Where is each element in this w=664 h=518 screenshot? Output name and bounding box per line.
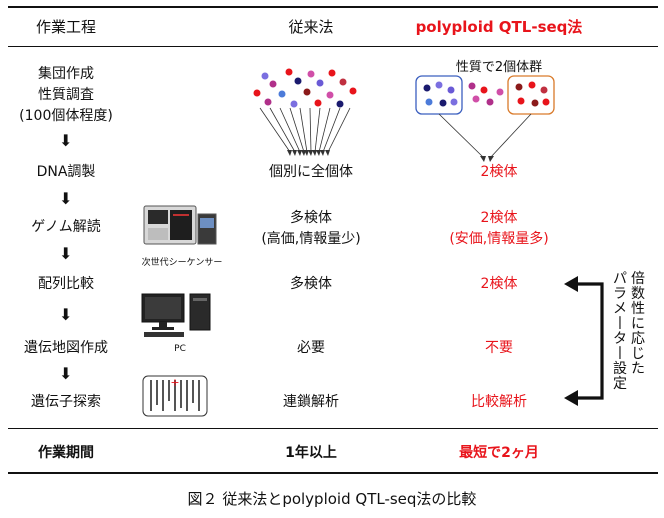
prop-genome-line-2: (安価,情報量多) [449,231,549,247]
step-2-label: DNA調製 [36,164,96,180]
side-note-char: 定 [613,376,627,392]
top-rule [8,6,658,8]
prop-compare: 2検体 [480,276,518,292]
pc-image [141,293,211,337]
footer-label: 作業期間 [38,445,94,461]
prop-genome: 2検体 (安価,情報量多) [386,208,612,250]
step-5-label: 遺伝地図作成 [24,340,108,356]
arrow-down-1: ⬇ [59,131,73,150]
side-note-char: 設 [613,361,627,377]
pc-label: PC [174,344,186,354]
step-1-label: 集団作成 性質調査 (100個体程度) [0,64,132,127]
sequencer-label: 次世代シーケンサー [141,258,223,268]
side-note-char: 丨 [613,316,627,332]
header-rule [8,46,658,47]
conventional-dots [253,68,357,108]
figure-caption: 図２ 従来法とpolyploid QTL-seq法の比較 [187,490,477,508]
side-note-char: パ [613,271,627,287]
side-note-char: 丨 [613,346,627,362]
footer-proposed: 最短で2ヶ月 [459,445,539,461]
conv-dna: 個別に全個体 [269,164,353,180]
header-steps: 作業工程 [35,18,96,36]
prop-search: 比較解析 [471,394,527,410]
arrow-down-3: ⬇ [59,244,73,263]
arrow-down-5: ⬇ [59,364,73,383]
side-note-char: 応 [631,331,645,347]
side-note-char: メ [613,301,627,317]
arrow-down-2: ⬇ [59,189,73,208]
conv-compare: 多検体 [290,276,332,292]
prop-genome-line-1: 2検体 [480,210,518,226]
conventional-samples-diagram [253,68,357,156]
bottom-rule [8,472,658,474]
step-1-line-1: 集団作成 [38,66,94,82]
step-1-line-3: (100個体程度) [19,108,113,124]
side-note-char: に [631,316,645,332]
side-note-char: 倍 [631,271,645,287]
sequencer-image [143,205,217,245]
prop-dna: 2検体 [480,164,518,180]
side-note-char: 性 [631,301,645,317]
step-4-label: 配列比較 [38,276,94,292]
conv-genome-line-1: 多検体 [290,210,332,226]
footer-conventional: 1年以上 [285,445,337,461]
step-1-line-2: 性質調査 [38,87,94,103]
conv-genome: 多検体 (高価,情報量少) [214,208,408,250]
arrow-down-4: ⬇ [59,305,73,324]
step-6-label: 遺伝子探索 [31,394,101,410]
side-note-char: タ [613,331,627,347]
conv-genome-line-2: (高価,情報量少) [261,231,361,247]
side-note-char: た [631,361,645,377]
parameter-bracket-arrow [564,276,604,406]
side-note-char: ラ [613,286,627,302]
header-proposed: polyploid QTL-seq法 [415,18,583,36]
header-conventional: 従来法 [288,18,334,36]
proposed-groups-diagram [415,75,555,162]
side-note-char: 数 [631,286,645,302]
conv-search: 連鎖解析 [283,394,339,410]
proposed-group-caption: 性質で2個体群 [455,60,543,75]
footer-top-rule [8,428,658,429]
prop-map: 不要 [485,340,513,356]
step-3-label: ゲノム解読 [31,219,101,235]
side-note-char: じ [631,346,645,362]
gene-search-image: + [142,375,208,417]
conv-map: 必要 [297,340,325,356]
svg-text:+: + [170,376,179,389]
